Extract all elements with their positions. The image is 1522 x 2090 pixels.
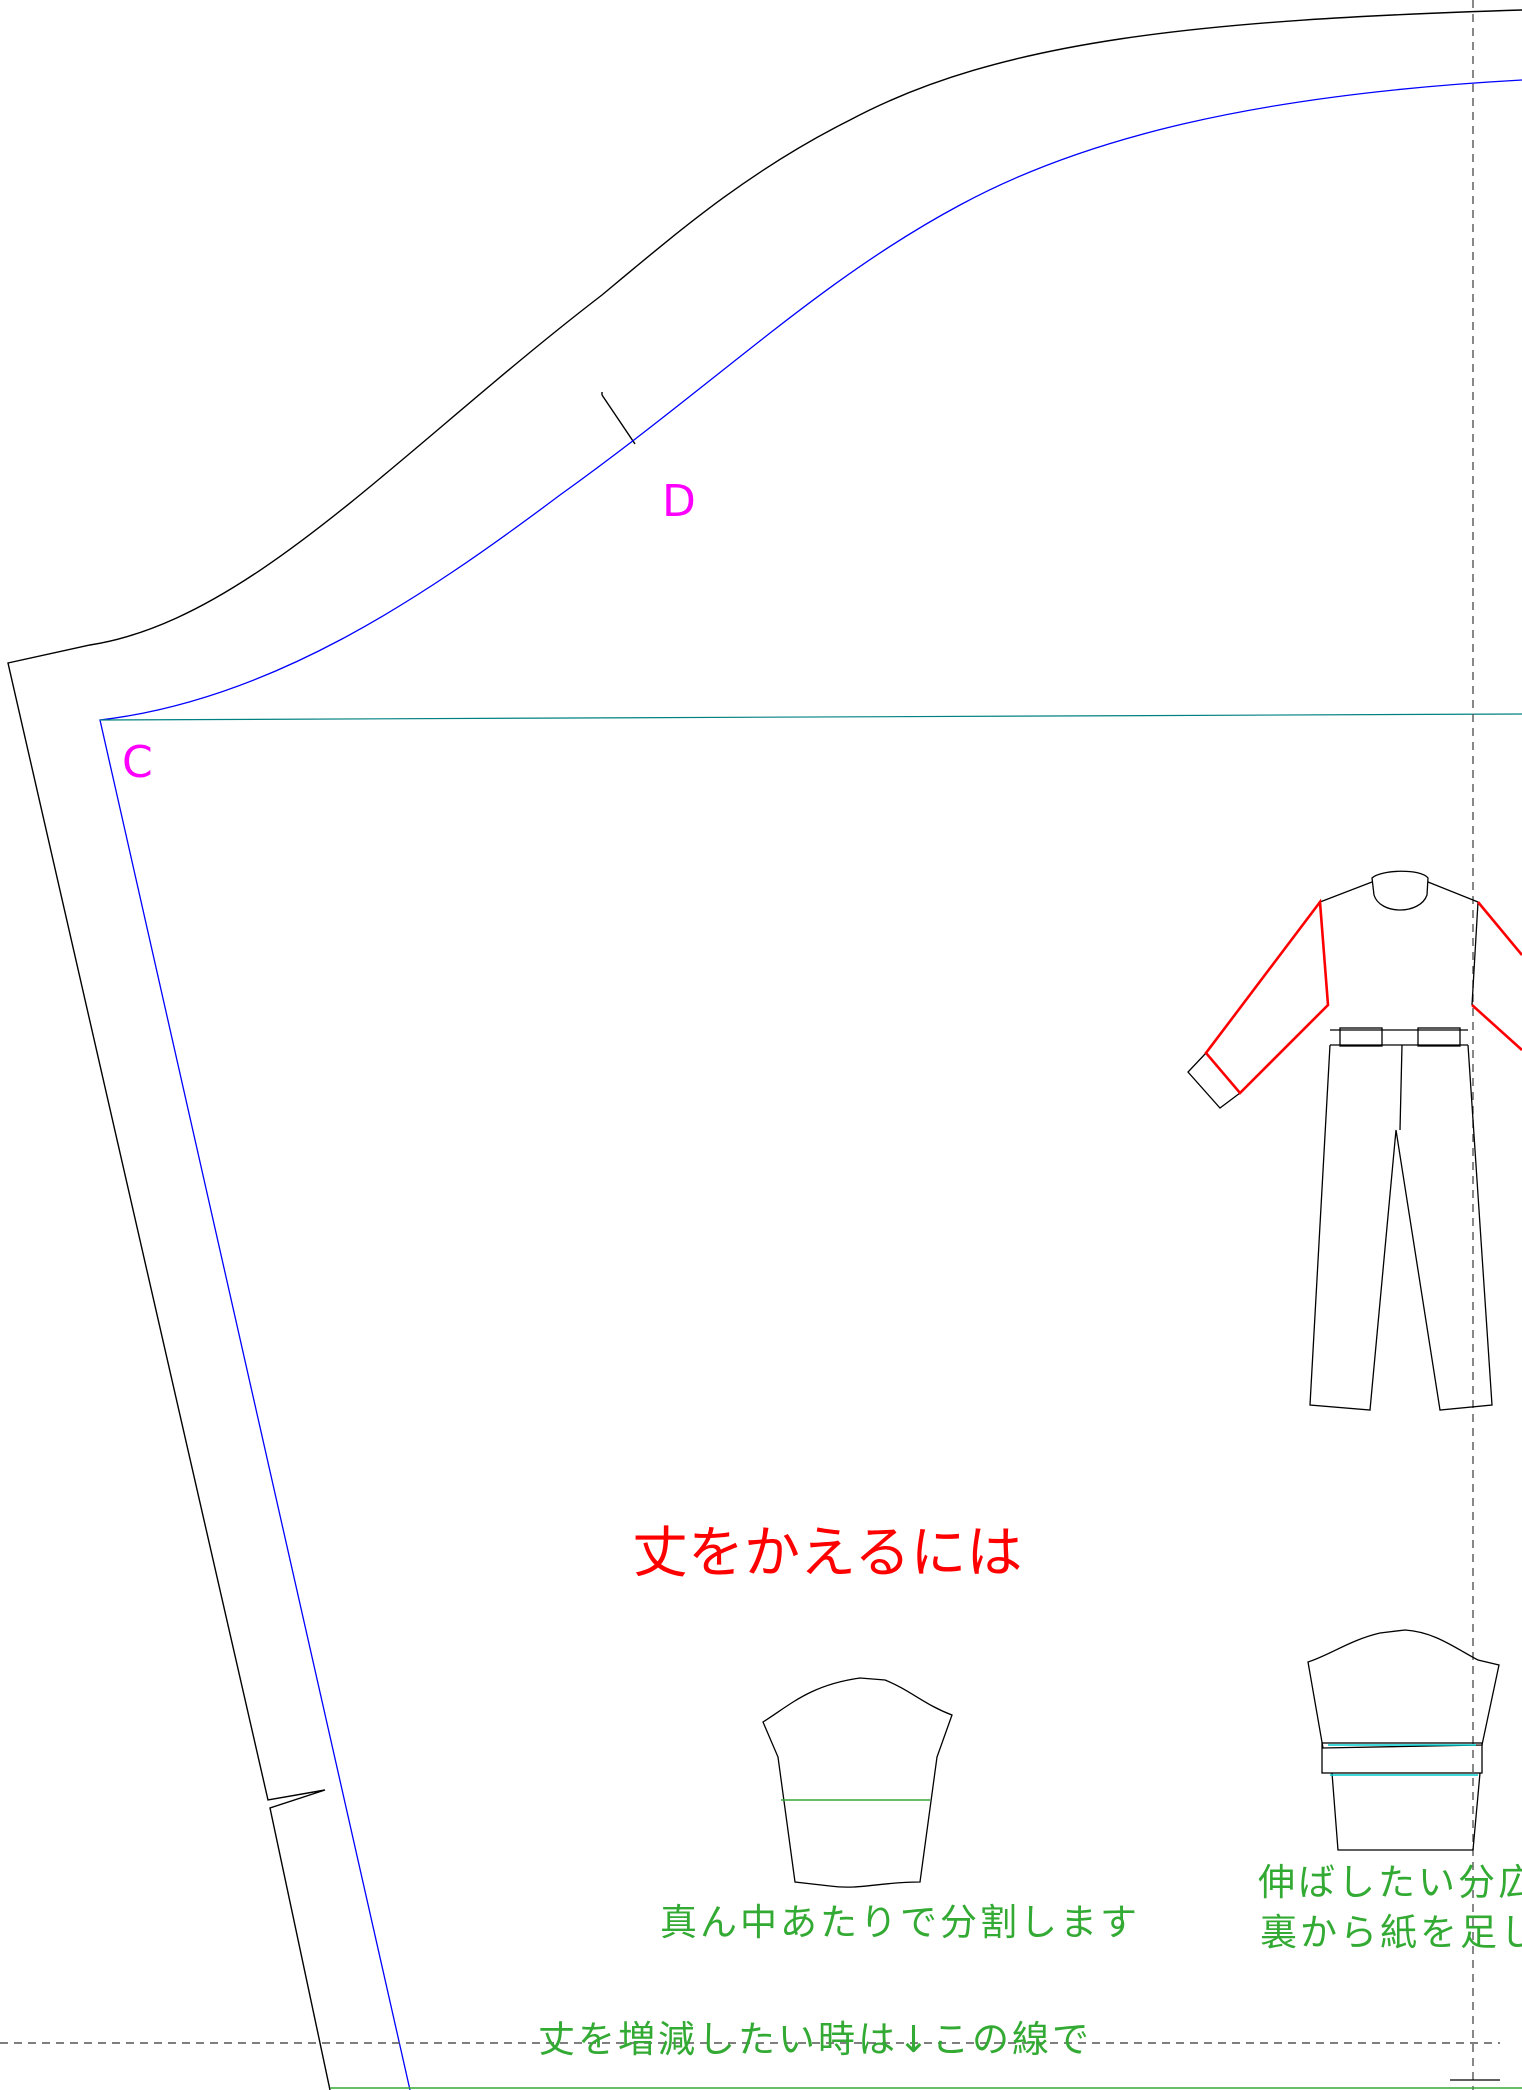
caption-extend-line2: 裏から紙を足し [1260, 1911, 1522, 1954]
sleeve-divide-illustration [762, 1677, 953, 1888]
point-label-d: D [662, 476, 696, 527]
point-label-c: C [122, 737, 153, 788]
hem-instruction: 丈を増減したい時は↓この線で [538, 2018, 1092, 2061]
caption-divide: 真ん中あたりで分割します [660, 1901, 1140, 1944]
sleeve-extend-illustration [1307, 1629, 1500, 1851]
bicep-reference-line [99, 713, 1522, 721]
jumpsuit-illustration [1187, 870, 1493, 1411]
highlighted-sleeves [1204, 898, 1522, 1095]
instruction-title: 丈をかえるには [632, 1521, 1022, 1586]
seam-line [99, 79, 1522, 2090]
pattern-outer-cut-line [7, 9, 1522, 2090]
caption-extend-line1: 伸ばしたい分広 [1258, 1861, 1522, 1904]
notch-upper [601, 392, 636, 445]
